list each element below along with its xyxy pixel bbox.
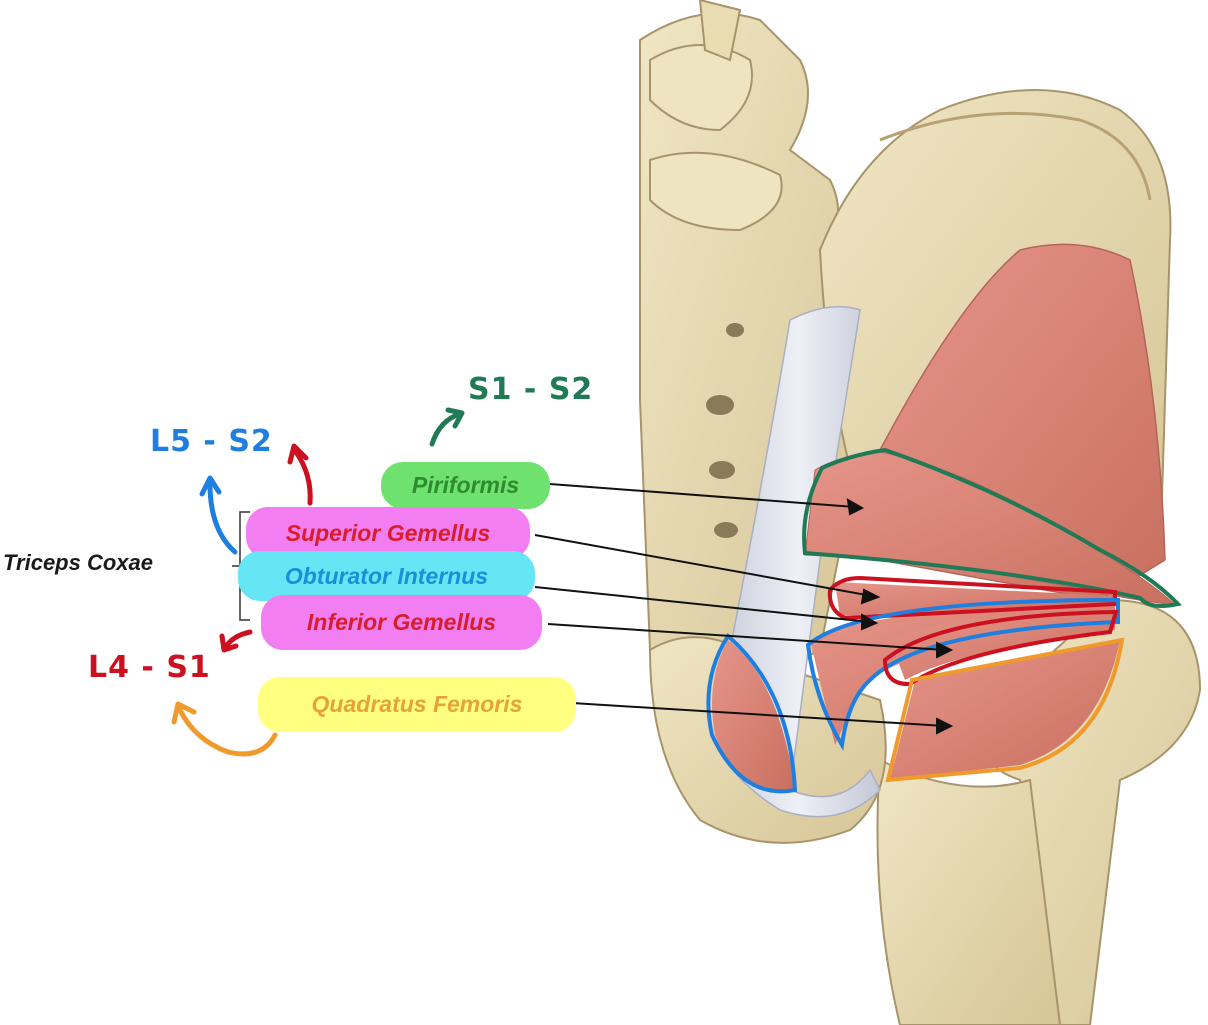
obturator-externus-lobe — [711, 640, 795, 792]
quadratus-femoris-label: Quadratus Femoris — [258, 677, 576, 732]
piriformis-outline — [802, 447, 1182, 608]
obturator-externus-outline — [706, 632, 798, 794]
obturator-internus-label: Obturator Internus — [238, 551, 535, 601]
obturator-internus-muscle — [810, 605, 1115, 745]
inferior-quadratus-innervation: L4 - S1 — [88, 650, 211, 685]
superior-gemellus-label: Superior Gemellus — [246, 507, 530, 559]
inferior-gemellus-outline — [882, 609, 1119, 687]
handdrawn-arrows — [171, 407, 465, 757]
piriformis-label: Piriformis — [381, 462, 550, 509]
inferior-gemellus-muscle — [890, 611, 1115, 680]
obturator-superior-innervation: L5 - S2 — [150, 424, 273, 459]
quadratus-femoris-outline — [885, 637, 1125, 783]
pointer-arrows — [534, 483, 954, 735]
inferior-gemellus-label: Inferior Gemellus — [261, 595, 542, 650]
superior-gemellus-outline — [827, 575, 1117, 621]
piriformis-innervation: S1 - S2 — [468, 372, 594, 407]
triceps-coxae-label: Triceps Coxae — [3, 550, 154, 575]
